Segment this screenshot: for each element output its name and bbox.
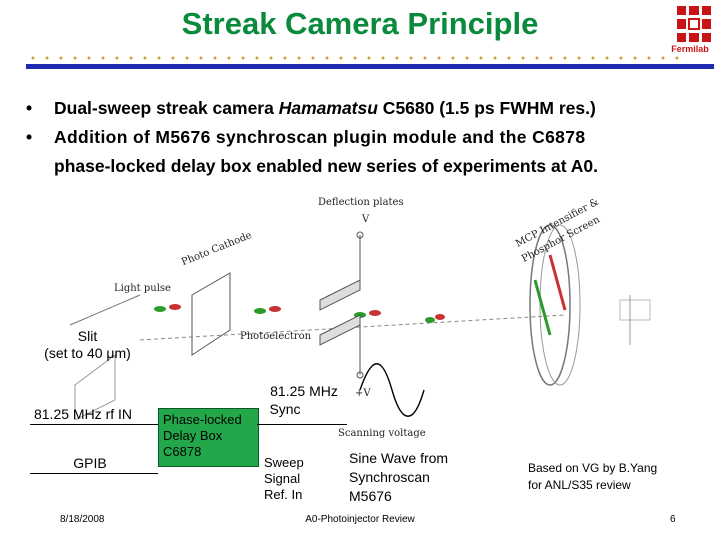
plus-v-label: +V <box>355 388 371 399</box>
fermilab-logo-text: Fermilab <box>671 44 709 54</box>
sine-line-2: Synchroscan <box>349 469 430 485</box>
header-rule <box>26 64 714 69</box>
deflection-plate-bottom <box>319 314 361 346</box>
gpib-line <box>30 473 158 474</box>
streak-image-box <box>619 299 651 321</box>
phase-locked-delay-box <box>158 408 259 467</box>
credit-note: Based on VG by B.Yang for ANL/S35 review <box>528 460 657 494</box>
sweep-line-2: Signal <box>264 471 301 486</box>
phase-box-line-3: C6878 <box>163 444 202 459</box>
bullet-2-line-2: phase-locked delay box enabled new serie… <box>54 156 598 176</box>
footer-title: A0-Photoinjector Review <box>305 514 415 525</box>
deflection-plate-top <box>319 279 361 311</box>
photoelectron-pulses <box>154 304 445 323</box>
deflection-v-label: V <box>362 214 370 225</box>
scanning-voltage-label: Scanning voltage <box>338 428 426 439</box>
phase-box-text: Phase-locked Delay Box C6878 <box>163 412 242 460</box>
rf-in-label: 81.25 MHz rf IN <box>33 406 133 422</box>
rf-in-line <box>30 424 158 425</box>
dotted-divider <box>26 56 681 60</box>
sine-wave-label: Sine Wave from Synchroscan M5676 <box>349 449 448 506</box>
credit-line-1: Based on VG by B.Yang <box>528 461 658 475</box>
photocathode-plane <box>191 272 231 356</box>
bullet-2-line-1: Addition of M5676 synchroscan plugin mod… <box>54 127 586 147</box>
fermilab-logo-icon <box>677 6 711 42</box>
slit-setting-label: (set to 40 μm) <box>44 345 131 361</box>
sine-line-1: Sine Wave from <box>349 450 449 466</box>
deflection-plates-label: Deflection plates <box>318 197 404 208</box>
sine-line-3: M5676 <box>349 488 392 504</box>
sweep-line-3: Ref. In <box>264 487 303 502</box>
bullet-1-italic: Hamamatsu <box>278 98 378 118</box>
slit-label: Slit <box>77 328 98 344</box>
bullet-dot: • <box>26 127 33 147</box>
bullet-dot: • <box>26 98 33 118</box>
sync-label-2: Sync <box>269 401 301 417</box>
sync-label-1: 81.25 MHz <box>270 383 338 399</box>
photoelectron-label: Photoelectron <box>240 331 312 342</box>
credit-line-2: for ANL/S35 review <box>528 478 631 492</box>
sync-line <box>257 424 347 425</box>
streak-camera-diagram <box>69 224 651 420</box>
bullet-1-suffix: C5680 (1.5 ps FWHM res.) <box>377 98 596 118</box>
scanning-voltage-wave <box>359 363 425 417</box>
sweep-line-1: Sweep <box>264 455 304 470</box>
bullet-1-prefix: Dual-sweep streak camera <box>54 98 279 118</box>
footer-date: 8/18/2008 <box>60 514 105 525</box>
page-number: 6 <box>670 514 676 525</box>
phase-box-line-2: Delay Box <box>163 428 223 443</box>
light-pulse-label: Light pulse <box>114 283 171 294</box>
page-title: Streak Camera Principle <box>181 6 539 41</box>
light-pulse-line <box>69 294 141 326</box>
phase-box-line-1: Phase-locked <box>163 412 242 427</box>
gpib-label: GPIB <box>73 455 107 471</box>
sweep-signal-label: Sweep Signal Ref. In <box>264 455 304 503</box>
slit-plane <box>74 354 116 420</box>
phosphor-screen <box>529 224 571 386</box>
